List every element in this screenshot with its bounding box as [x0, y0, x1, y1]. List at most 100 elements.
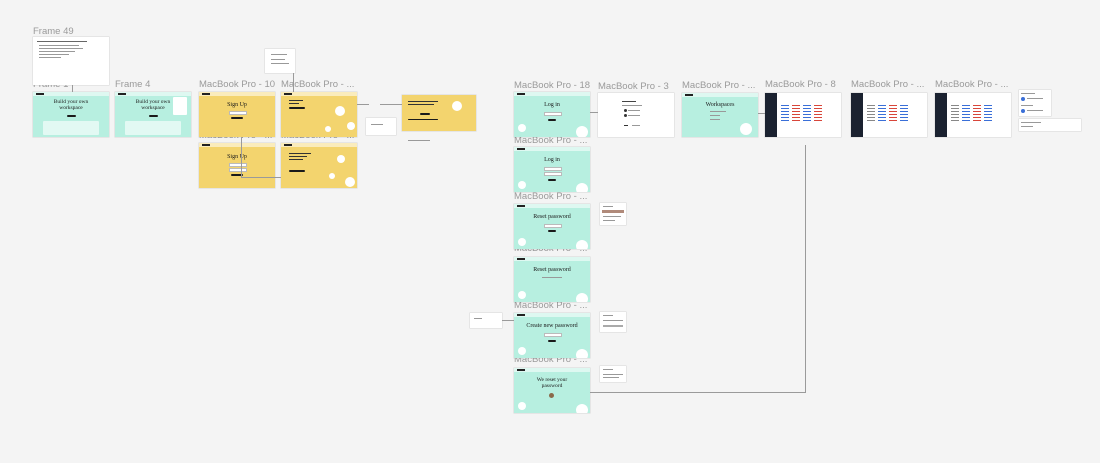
text-line	[474, 318, 482, 319]
input-field[interactable]	[544, 333, 562, 337]
frame-title: Build your own workspace	[135, 99, 171, 111]
input-field[interactable]	[544, 167, 562, 171]
submit-button[interactable]	[231, 174, 243, 176]
text-line	[603, 325, 623, 327]
note-card[interactable]	[1019, 90, 1051, 116]
cta-button[interactable]	[149, 115, 158, 117]
sidebar	[765, 93, 777, 137]
avatar	[549, 393, 554, 398]
mbp-frame[interactable]: Sign Up	[199, 143, 275, 188]
mbp-board[interactable]	[851, 93, 927, 137]
note-card[interactable]	[1019, 119, 1081, 131]
frame-label[interactable]: MacBook Pro - 10	[199, 79, 276, 90]
popup-card[interactable]	[265, 49, 295, 73]
text-line	[628, 115, 640, 116]
mbp-3[interactable]	[598, 93, 674, 137]
frame-label[interactable]: MacBook Pro - ...	[514, 135, 588, 146]
cta-button[interactable]	[67, 115, 76, 117]
text-line	[271, 54, 287, 55]
input-field[interactable]	[544, 112, 562, 116]
mbp-10[interactable]: Sign Up	[199, 92, 275, 137]
mbp-reset-1[interactable]: Reset password	[514, 204, 590, 249]
note-card[interactable]	[470, 313, 502, 328]
mbp-18-login[interactable]: Log in	[514, 92, 590, 137]
text-line	[603, 377, 619, 378]
frame-title: Build your own workspace	[53, 99, 89, 111]
frame-label[interactable]: MacBook Pro - 3	[598, 81, 669, 92]
frame-1[interactable]: Build your own workspace	[33, 92, 109, 137]
input-field[interactable]	[229, 163, 247, 167]
mbp-board[interactable]	[935, 93, 1011, 137]
mbp-workspaces[interactable]: Workspaces	[682, 93, 758, 137]
text-line	[1021, 126, 1033, 127]
connector	[241, 137, 242, 177]
frame-label[interactable]: MacBook Pro - ...	[851, 79, 925, 90]
frame-label[interactable]: MacBook Pro - ...	[682, 80, 756, 91]
frame-label[interactable]: MacBook Pro - ...	[514, 300, 588, 311]
mbp-login-2[interactable]: Log in	[514, 147, 590, 192]
text-line	[710, 115, 720, 116]
input-field[interactable]	[544, 172, 562, 176]
board-column	[792, 103, 800, 123]
frame-title: Log in	[544, 102, 560, 108]
frame-label[interactable]: MacBook Pro - ...	[514, 191, 588, 202]
logo	[284, 144, 292, 146]
text-line	[603, 320, 623, 321]
logo	[118, 93, 126, 95]
input-field[interactable]	[229, 168, 247, 172]
sidebar	[935, 93, 947, 137]
note-card[interactable]	[600, 312, 626, 332]
text-line	[628, 110, 640, 111]
mbp-frame[interactable]	[281, 143, 357, 188]
submit-button[interactable]	[231, 117, 243, 119]
submit-button[interactable]	[289, 170, 305, 172]
submit-button[interactable]	[548, 179, 556, 181]
text-line	[624, 125, 628, 126]
frame-label[interactable]: MacBook Pro - ...	[935, 79, 1009, 90]
note-card[interactable]	[600, 366, 626, 382]
avatar	[1021, 97, 1025, 101]
frame-title: Sign Up	[227, 154, 247, 160]
submit-button[interactable]	[548, 340, 556, 342]
frame-title: Workspaces	[705, 102, 735, 108]
mbp-create-password[interactable]: Create new password	[514, 313, 590, 358]
submit-button[interactable]	[289, 107, 305, 109]
input-field[interactable]	[544, 224, 562, 228]
frame-label[interactable]: MacBook Pro - 18	[514, 80, 591, 91]
connector	[805, 145, 806, 392]
note-card[interactable]	[366, 118, 396, 135]
avatar	[1021, 109, 1025, 113]
logo	[517, 314, 525, 316]
mbp-password-sent[interactable]: We reset your password	[514, 368, 590, 413]
avatar	[624, 109, 627, 112]
text-line	[39, 51, 75, 52]
board-column	[973, 103, 981, 121]
decor-circle	[518, 347, 526, 355]
text-line	[39, 48, 83, 49]
frame-label[interactable]: MacBook Pro - ...	[514, 354, 588, 365]
mbp-reset-2[interactable]: Reset password	[514, 257, 590, 302]
frame-title: Reset password	[533, 214, 571, 220]
submit-button[interactable]	[548, 230, 556, 232]
note-card[interactable]	[600, 203, 626, 225]
board-column	[867, 103, 875, 121]
input-field[interactable]	[229, 111, 247, 115]
decor-circle	[576, 126, 588, 137]
frame-label[interactable]: MacBook Pro - ...	[281, 79, 355, 90]
board-column	[878, 103, 886, 121]
submit-button[interactable]	[420, 113, 430, 115]
frame-49[interactable]	[33, 37, 109, 85]
frame-label[interactable]: MacBook Pro - 8	[765, 79, 836, 90]
mbp-8-board[interactable]	[765, 93, 841, 137]
frame-label[interactable]: Frame 49	[33, 26, 74, 37]
mbp-frame-wide[interactable]	[402, 95, 476, 131]
submit-button[interactable]	[548, 119, 556, 121]
nav-bar	[281, 143, 357, 147]
nav-bar	[514, 92, 590, 96]
submit-button[interactable]	[408, 119, 438, 120]
decor-circle	[452, 101, 462, 111]
board-column	[889, 103, 897, 121]
frame-label[interactable]: Frame 4	[115, 79, 151, 90]
mbp-frame[interactable]	[281, 92, 357, 137]
frame-4[interactable]: Build your own workspace	[115, 92, 191, 137]
